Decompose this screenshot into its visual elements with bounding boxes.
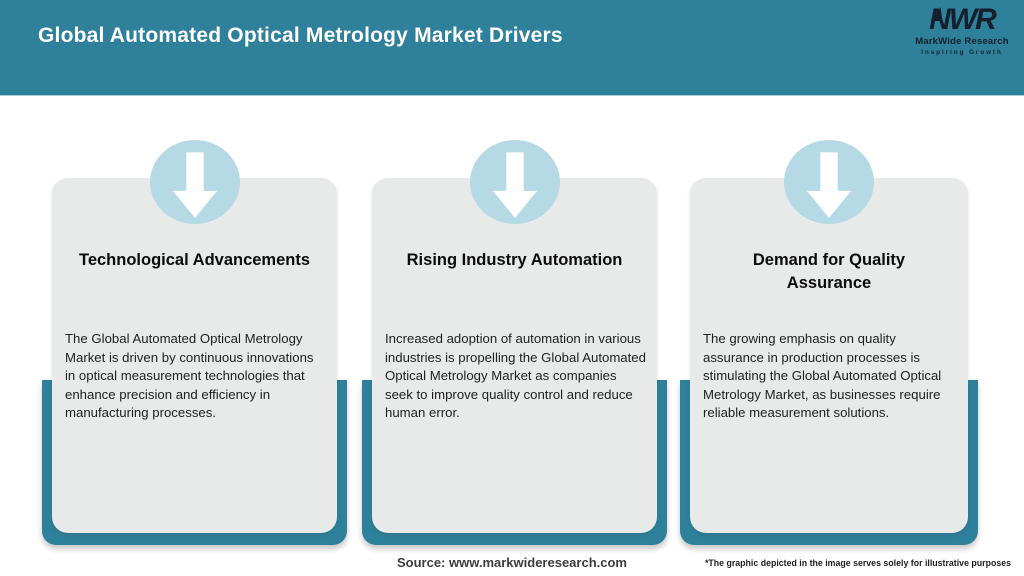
disclaimer-text: *The graphic depicted in the image serve… bbox=[704, 558, 1011, 568]
card-description: The Global Automated Optical Metrology M… bbox=[65, 331, 314, 421]
driver-card-technological-advancements bbox=[52, 178, 337, 533]
card-title: Rising Industry Automation bbox=[406, 251, 623, 269]
card-description: Increased adoption of automation in vari… bbox=[385, 331, 646, 421]
source-text: Source: www.markwideresearch.com bbox=[396, 555, 627, 570]
logo-acronym: NWR bbox=[929, 3, 997, 36]
logo-name: MarkWide Research bbox=[915, 36, 1009, 47]
header-bar: Global Automated Optical Metrology Marke… bbox=[0, 0, 1024, 96]
card-description: The growing emphasis on quality assuranc… bbox=[703, 331, 942, 421]
logo-tagline: Inspiring Growth bbox=[921, 48, 1003, 56]
arrow-badge bbox=[149, 140, 240, 224]
down-arrow-icon bbox=[806, 152, 852, 218]
markwide-research-logo: NWR MarkWide Research Inspiring Growth bbox=[912, 5, 1012, 67]
arrow-badge bbox=[469, 140, 560, 224]
driver-card-demand-for-quality-assurance bbox=[690, 178, 968, 533]
arrow-badge bbox=[784, 140, 874, 224]
card-title: Technological Advancements bbox=[78, 251, 311, 269]
card-title: Demand for Quality Assurance bbox=[752, 251, 906, 292]
page-title: Global Automated Optical Metrology Marke… bbox=[38, 24, 563, 47]
down-arrow-icon bbox=[492, 152, 537, 218]
down-arrow-icon bbox=[172, 152, 217, 218]
driver-card-rising-industry-automation bbox=[372, 178, 657, 533]
